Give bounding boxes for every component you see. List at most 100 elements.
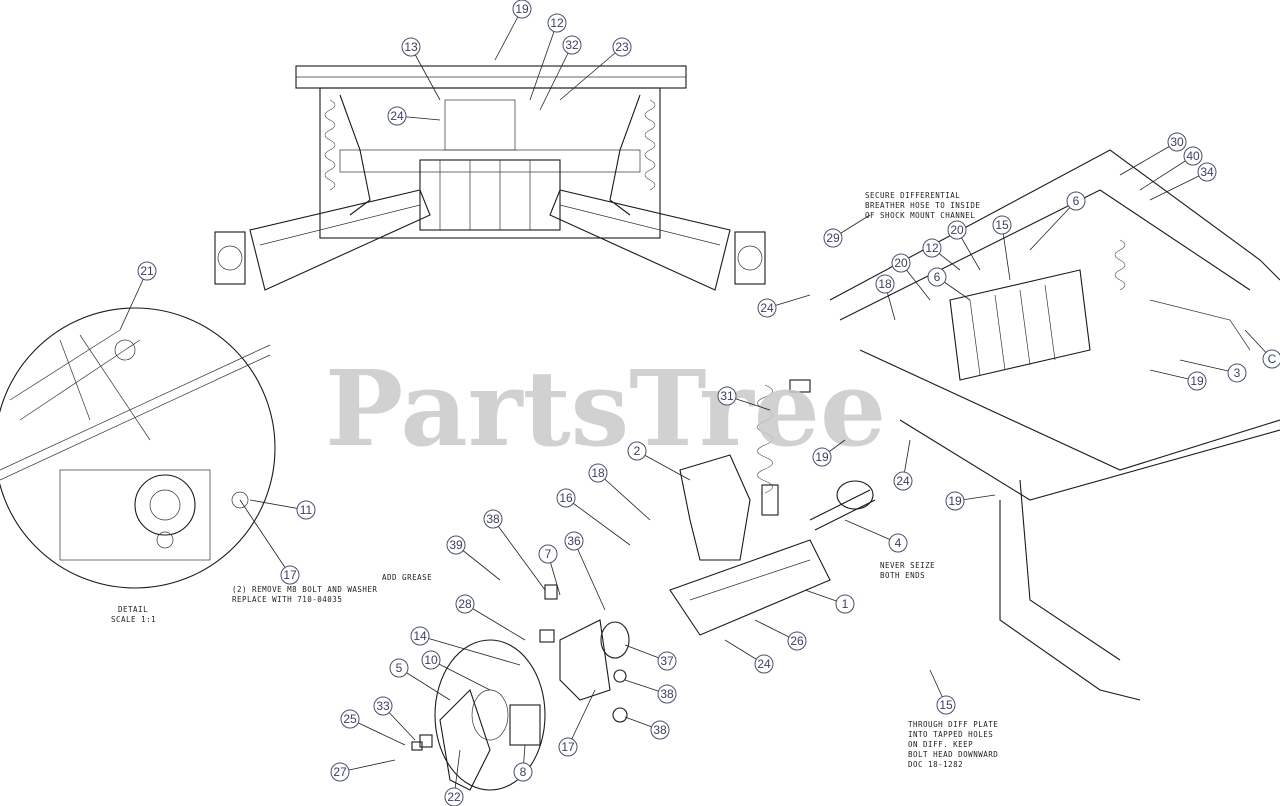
- callout-circle: [927, 267, 947, 287]
- callout-leader-13: [410, 46, 441, 101]
- callout-3[interactable]: 3: [1227, 363, 1247, 383]
- callout-circle: [893, 471, 913, 491]
- callout-circle: [444, 787, 464, 806]
- callout-25[interactable]: 25: [340, 709, 360, 729]
- callout-7[interactable]: 7: [538, 544, 558, 564]
- callout-label: 12: [550, 16, 564, 30]
- callout-12[interactable]: 12: [922, 238, 942, 258]
- callout-32[interactable]: 32: [562, 35, 582, 55]
- callout-19[interactable]: 19: [1187, 371, 1207, 391]
- callout-label: 40: [1186, 149, 1200, 163]
- callout-36[interactable]: 36: [564, 531, 584, 551]
- callout-39[interactable]: 39: [446, 535, 466, 555]
- callout-8[interactable]: 8: [513, 762, 533, 782]
- callout-37[interactable]: 37: [657, 651, 677, 671]
- callout-circle: [888, 533, 908, 553]
- callout-circle: [922, 238, 942, 258]
- callout-19[interactable]: 19: [945, 491, 965, 511]
- callout-16[interactable]: 16: [556, 488, 576, 508]
- callout-19[interactable]: 19: [512, 0, 532, 19]
- callout-15[interactable]: 15: [936, 695, 956, 715]
- callout-34[interactable]: 34: [1197, 162, 1217, 182]
- callout-label: 33: [376, 699, 390, 713]
- callout-circle: [717, 386, 737, 406]
- note-differential-2: BREATHER HOSE TO INSIDE: [865, 201, 980, 210]
- callout-40[interactable]: 40: [1183, 146, 1203, 166]
- callout-22[interactable]: 22: [444, 787, 464, 806]
- rear-chassis-assembly: [829, 149, 1280, 701]
- callout-circle: [562, 35, 582, 55]
- callout-circle: [455, 594, 475, 614]
- callout-leader-30: [1119, 141, 1178, 176]
- callout-38[interactable]: 38: [657, 684, 677, 704]
- callout-circle: [556, 488, 576, 508]
- note-through-diff-4: BOLT HEAD DOWNWARD: [908, 750, 998, 759]
- callout-26[interactable]: 26: [787, 631, 807, 651]
- callout-label: 25: [343, 712, 357, 726]
- callout-31[interactable]: 31: [717, 386, 737, 406]
- hub-brake-assembly: [411, 584, 630, 791]
- callout-6[interactable]: 6: [927, 267, 947, 287]
- callout-C[interactable]: C: [1262, 349, 1280, 369]
- callout-leader-23: [559, 46, 623, 101]
- callout-circle: [588, 463, 608, 483]
- callout-17[interactable]: 17: [280, 565, 300, 585]
- callout-29[interactable]: 29: [823, 228, 843, 248]
- callout-38[interactable]: 38: [483, 509, 503, 529]
- callout-28[interactable]: 28: [455, 594, 475, 614]
- callout-14[interactable]: 14: [410, 626, 430, 646]
- callout-5[interactable]: 5: [389, 658, 409, 678]
- callout-circle: [558, 737, 578, 757]
- callout-label: 11: [300, 503, 313, 517]
- callout-27[interactable]: 27: [330, 762, 350, 782]
- callout-18[interactable]: 18: [588, 463, 608, 483]
- callout-circle: [410, 626, 430, 646]
- callout-label: 32: [565, 38, 579, 52]
- callout-leader-14: [419, 635, 521, 666]
- callout-24[interactable]: 24: [893, 471, 913, 491]
- callout-leader-17: [239, 499, 291, 576]
- callout-24[interactable]: 24: [754, 654, 774, 674]
- callout-24[interactable]: 24: [387, 106, 407, 126]
- note-never-seize-2: BOTH ENDS: [880, 571, 925, 580]
- callout-11[interactable]: 11: [296, 500, 316, 520]
- callout-21[interactable]: 21: [137, 261, 157, 281]
- callout-circle: [513, 762, 533, 782]
- callout-18[interactable]: 18: [875, 274, 895, 294]
- note-detail-2: SCALE 1:1: [111, 615, 156, 624]
- callout-leader-32: [539, 44, 573, 111]
- callout-label: 4: [895, 536, 902, 550]
- callout-17[interactable]: 17: [558, 737, 578, 757]
- callout-circle: [627, 441, 647, 461]
- callout-label: 10: [424, 653, 438, 667]
- callout-1[interactable]: 1: [835, 594, 855, 614]
- callout-33[interactable]: 33: [373, 696, 393, 716]
- callout-leader-25: [349, 718, 406, 746]
- callout-24[interactable]: 24: [757, 298, 777, 318]
- callout-30[interactable]: 30: [1167, 132, 1187, 152]
- callout-label: 38: [653, 723, 667, 737]
- callout-20[interactable]: 20: [891, 253, 911, 273]
- callout-label: 24: [760, 301, 774, 315]
- callout-4[interactable]: 4: [888, 533, 908, 553]
- callout-13[interactable]: 13: [401, 37, 421, 57]
- callout-2[interactable]: 2: [627, 441, 647, 461]
- callout-circle: [657, 684, 677, 704]
- callout-circle: [330, 762, 350, 782]
- callout-10[interactable]: 10: [421, 650, 441, 670]
- callout-label: 15: [995, 218, 1009, 232]
- callout-leader-21: [119, 270, 148, 331]
- callout-label: 22: [447, 790, 461, 804]
- callout-circle: [945, 491, 965, 511]
- callout-23[interactable]: 23: [612, 37, 632, 57]
- callout-circle: [421, 650, 441, 670]
- callout-circle: [296, 500, 316, 520]
- callout-15[interactable]: 15: [992, 215, 1012, 235]
- callout-12[interactable]: 12: [547, 13, 567, 33]
- callout-38[interactable]: 38: [650, 720, 670, 740]
- callout-label: 24: [757, 657, 771, 671]
- callout-20[interactable]: 20: [947, 220, 967, 240]
- callout-6[interactable]: 6: [1066, 191, 1086, 211]
- callout-19[interactable]: 19: [812, 447, 832, 467]
- callout-label: 39: [449, 538, 463, 552]
